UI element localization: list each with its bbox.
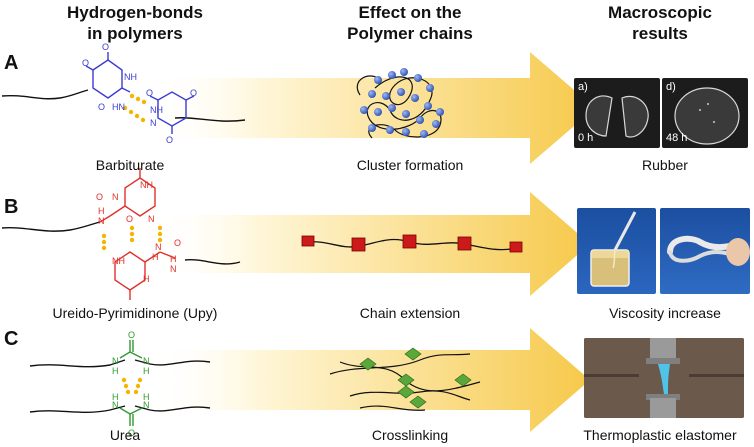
- photo-rubber-0h: a) 0 h: [574, 78, 660, 148]
- chain-blocks: [301, 234, 523, 253]
- atom-nh: NH: [150, 105, 163, 115]
- arrow-row-c: [150, 328, 590, 432]
- caption-viscosity-increase: Viscosity increase: [609, 305, 721, 321]
- atom-n: N: [112, 192, 119, 202]
- atom-nh: NH: [112, 256, 125, 266]
- barbiturate-structure: [1, 52, 246, 134]
- atom-n: N: [143, 356, 150, 366]
- atom-hn: HN: [112, 102, 125, 112]
- upy-structure: [1, 168, 241, 300]
- urea-hbonds: [121, 377, 143, 395]
- crosslinking: [329, 347, 481, 411]
- arrow-row-a: [150, 52, 595, 164]
- atom-h: H: [143, 274, 150, 284]
- upy-hbonds: [101, 225, 163, 251]
- crosslink-nodes: [359, 347, 472, 409]
- photo-rubber-48h: d) 48 h: [662, 78, 748, 148]
- atom-nh: NH: [140, 180, 153, 190]
- atom-n: N: [112, 356, 119, 366]
- caption-chain-extension: Chain extension: [359, 305, 461, 321]
- atom-h: H: [98, 206, 105, 216]
- upy-atoms: H N N O NH N NH O H N N O H H: [96, 180, 181, 284]
- atom-o: O: [128, 428, 135, 438]
- header-col1: Hydrogen-bonds in polymers: [40, 2, 230, 44]
- caption-crosslinking: Crosslinking: [371, 427, 449, 443]
- photo-label-d: d): [666, 81, 676, 93]
- caption-upy: Ureido-Pyrimidinone (Upy): [52, 305, 218, 321]
- atom-o: O: [96, 192, 103, 202]
- atom-h: H: [143, 392, 150, 402]
- urea-structure: [29, 340, 211, 426]
- row-label-b: B: [4, 196, 19, 218]
- header-col2-line1: Effect on the: [358, 3, 462, 22]
- photo-stretched-film: [660, 208, 750, 294]
- header-col1-line2: in polymers: [87, 24, 183, 43]
- photo-label-48h: 48 h: [666, 132, 688, 144]
- photo-beaker: [577, 208, 656, 294]
- atom-h: H: [152, 252, 159, 262]
- caption-rubber: Rubber: [642, 157, 688, 173]
- photo-label-a: a): [578, 81, 588, 93]
- atom-nh: NH: [124, 72, 137, 82]
- beaker-image: [590, 211, 637, 287]
- atom-o: O: [102, 42, 109, 52]
- atom-o: O: [190, 88, 197, 98]
- row-label-a: A: [4, 52, 19, 74]
- header-col3: Macroscopic results: [570, 2, 750, 44]
- header-col3-line2: results: [632, 24, 688, 43]
- urea-atoms: N H O N H N H O N H: [112, 330, 150, 438]
- header-col3-line1: Macroscopic: [608, 3, 712, 22]
- row-label-c: C: [4, 328, 19, 350]
- atom-n: N: [170, 264, 177, 274]
- atom-n: N: [112, 400, 119, 410]
- rubber-pieces-image: [585, 95, 649, 138]
- atom-o: O: [166, 135, 173, 145]
- atom-o: O: [82, 58, 89, 68]
- atom-o: O: [98, 102, 105, 112]
- cluster-beads: [360, 68, 444, 138]
- caption-thermoplastic-elastomer: Thermoplastic elastomer: [583, 427, 737, 443]
- atom-o: O: [146, 88, 153, 98]
- chain-extension: [301, 234, 523, 253]
- header-col1-line1: Hydrogen-bonds: [67, 3, 203, 22]
- atom-o: O: [128, 330, 135, 340]
- rubber-healed-image: [674, 87, 740, 145]
- header-col2-line2: Polymer chains: [347, 24, 473, 43]
- header-col2: Effect on the Polymer chains: [300, 2, 520, 44]
- caption-barbiturate: Barbiturate: [95, 157, 165, 173]
- caption-urea: Urea: [109, 427, 141, 443]
- atom-n: N: [143, 400, 150, 410]
- atom-h: H: [112, 392, 119, 402]
- barbiturate-hbonds: [122, 93, 147, 123]
- atom-n: N: [150, 118, 157, 128]
- stretched-film-image: [667, 235, 750, 266]
- atom-n: N: [155, 242, 162, 252]
- caption-cluster-formation: Cluster formation: [356, 157, 464, 173]
- photo-tensile-test: [584, 338, 744, 418]
- atom-n: N: [148, 214, 155, 224]
- atom-h: H: [112, 366, 119, 376]
- atom-h: H: [143, 366, 150, 376]
- barbiturate-atoms: O NH O HN O NH O O O N: [82, 42, 197, 145]
- cluster-formation: [356, 68, 444, 139]
- tensile-test-image: [584, 338, 744, 418]
- atom-o: O: [126, 214, 133, 224]
- atom-o: O: [174, 238, 181, 248]
- atom-n: N: [98, 216, 105, 226]
- atom-h: H: [170, 254, 177, 264]
- photo-label-0h: 0 h: [578, 132, 594, 144]
